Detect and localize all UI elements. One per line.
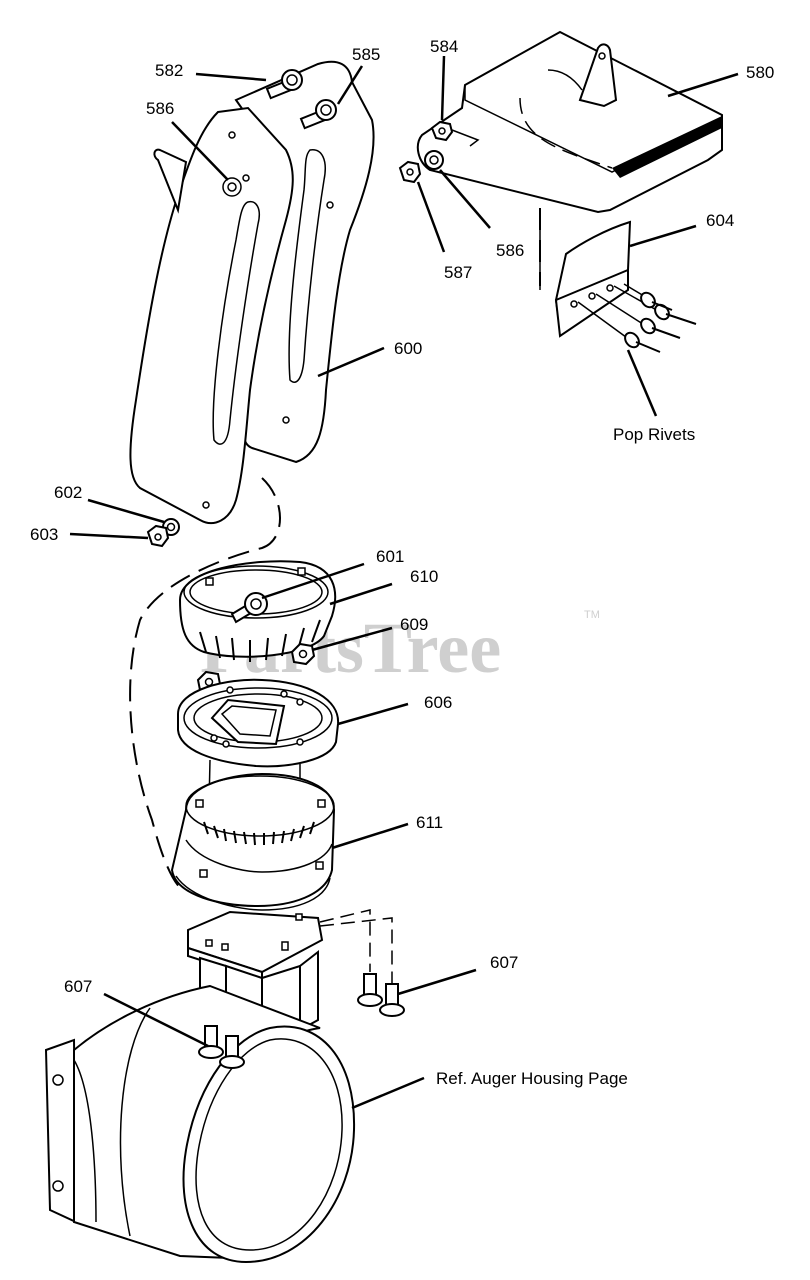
bolt-585[interactable] <box>299 99 337 130</box>
label-606: 606 <box>424 693 452 712</box>
bolt-607-b[interactable] <box>219 1035 245 1069</box>
bolt-607-d[interactable] <box>379 983 405 1017</box>
bolt-607-a[interactable] <box>198 1025 224 1059</box>
chute-part-600[interactable] <box>129 60 375 525</box>
auger-housing-tube[interactable] <box>44 984 356 1264</box>
nut-587[interactable] <box>398 160 422 184</box>
nut-603[interactable] <box>146 524 170 548</box>
label-584: 584 <box>430 37 458 56</box>
label-607-left: 607 <box>64 977 92 996</box>
label-ref-auger-housing: Ref. Auger Housing Page <box>436 1069 628 1088</box>
label-580: 580 <box>746 63 774 82</box>
label-603: 603 <box>30 525 58 544</box>
nut-609[interactable] <box>290 642 316 666</box>
bracket-part-604[interactable] <box>539 208 632 338</box>
gear-ring-part-611[interactable] <box>170 772 336 911</box>
label-587: 587 <box>444 263 472 282</box>
label-585: 585 <box>352 45 380 64</box>
leader-lines <box>69 55 739 1110</box>
washer-586-deflector[interactable] <box>424 150 444 170</box>
nut-584[interactable] <box>430 120 454 142</box>
deflector-part-580[interactable] <box>416 30 723 214</box>
bolt-601[interactable] <box>230 592 268 624</box>
assembly-guide-line <box>129 477 281 893</box>
label-611: 611 <box>416 813 443 832</box>
ring-part-606[interactable] <box>177 678 340 851</box>
label-586-deflector: 586 <box>496 241 524 260</box>
label-602: 602 <box>54 483 82 502</box>
part-labels: 582 585 586 584 580 587 586 604 Pop Rive… <box>30 37 774 1088</box>
pop-rivets[interactable] <box>577 283 697 353</box>
bolt-582[interactable] <box>265 69 303 100</box>
watermark-trademark: TM <box>584 609 600 621</box>
label-604: 604 <box>706 211 734 230</box>
label-609: 609 <box>400 615 428 634</box>
label-600: 600 <box>394 339 422 358</box>
bolt-607-c[interactable] <box>357 973 383 1007</box>
label-pop-rivets: Pop Rivets <box>613 425 695 444</box>
label-586-chute: 586 <box>146 99 174 118</box>
label-607-right: 607 <box>490 953 518 972</box>
label-610: 610 <box>410 567 438 586</box>
label-582: 582 <box>155 61 183 80</box>
label-601: 601 <box>376 547 404 566</box>
assembly-dash-lines <box>319 909 393 984</box>
